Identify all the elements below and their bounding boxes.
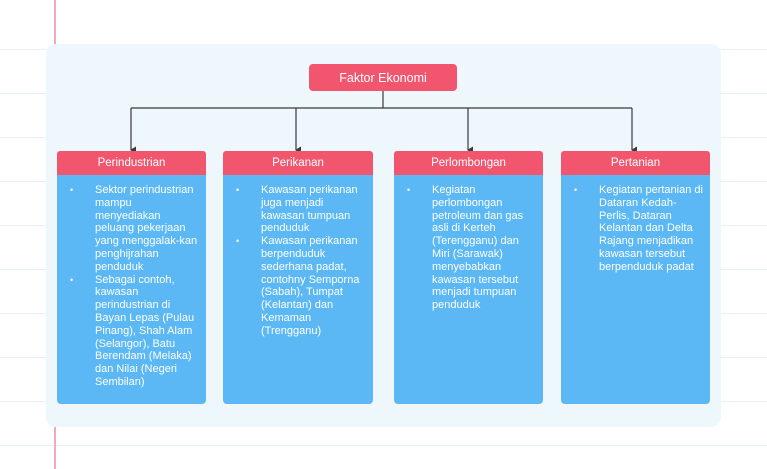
bullet-item: Kawasan perikanan juga menjadi kawasan t… bbox=[229, 184, 367, 235]
column-perikanan: Perikanan Kawasan perikanan juga menjadi… bbox=[223, 151, 373, 404]
column-pertanian: Pertanian Kegiatan pertanian di Dataran … bbox=[561, 151, 710, 404]
bullet-list: Kegiatan pertanian di Dataran Kedah-Perl… bbox=[567, 184, 704, 274]
column-header: Perikanan bbox=[223, 151, 373, 175]
column-header: Perlombongan bbox=[394, 151, 543, 175]
column-perlombongan: Perlombongan Kegiatan perlombongan petro… bbox=[394, 151, 543, 404]
root-node: Faktor Ekonomi bbox=[309, 64, 457, 91]
bullet-item: Kawasan perikanan berpenduduk sederhana … bbox=[229, 235, 367, 337]
column-header: Perindustrian bbox=[57, 151, 206, 175]
column-header: Pertanian bbox=[561, 151, 710, 175]
bullet-item: Kegiatan perlombongan petroleum dan gas … bbox=[400, 184, 537, 312]
bullet-item: Sektor perindustrian mampu menyediakan p… bbox=[63, 184, 200, 274]
bullet-item: Kegiatan pertanian di Dataran Kedah-Perl… bbox=[567, 184, 704, 274]
column-body: Kawasan perikanan juga menjadi kawasan t… bbox=[223, 175, 373, 404]
column-body: Kegiatan pertanian di Dataran Kedah-Perl… bbox=[561, 175, 710, 404]
bullet-list: Kegiatan perlombongan petroleum dan gas … bbox=[400, 184, 537, 312]
bullet-list: Kawasan perikanan juga menjadi kawasan t… bbox=[229, 184, 367, 338]
bullet-list: Sektor perindustrian mampu menyediakan p… bbox=[63, 184, 200, 389]
column-perindustrian: Perindustrian Sektor perindustrian mampu… bbox=[57, 151, 206, 404]
column-body: Kegiatan perlombongan petroleum dan gas … bbox=[394, 175, 543, 404]
bullet-item: Sebagai contoh, kawasan perindustrian di… bbox=[63, 274, 200, 389]
column-body: Sektor perindustrian mampu menyediakan p… bbox=[57, 175, 206, 404]
